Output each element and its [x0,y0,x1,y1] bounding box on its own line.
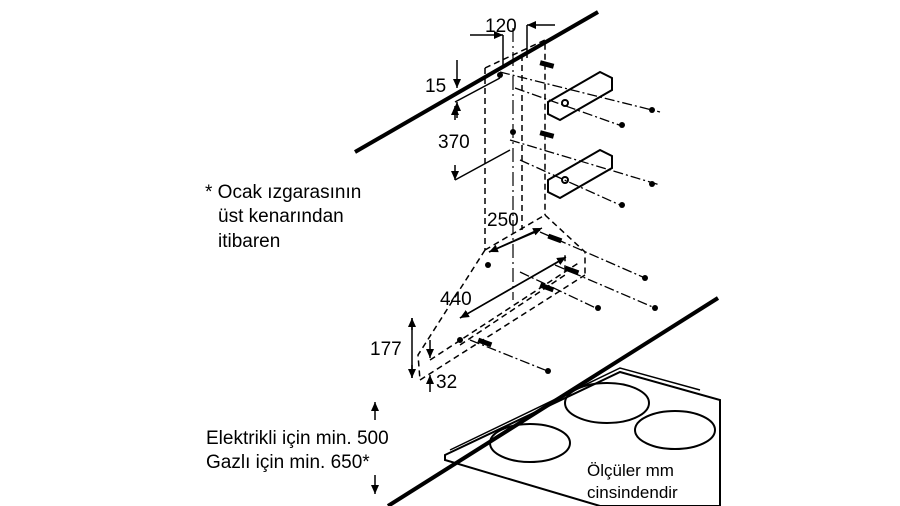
min-distance-electric: Elektrikli için min. 500 [206,428,389,449]
note-line-2: üst kenarından [218,206,344,227]
note-line-3: itibaren [218,231,280,252]
wall-bracket-upper [547,70,613,122]
burner-left [489,423,571,463]
burner-back [564,382,650,424]
min-distance-gas: Gazlı için min. 650* [206,452,370,473]
dim-120-label: 120 [485,16,517,37]
burner-right [634,410,716,450]
units-line-2: cinsindendir [587,483,678,502]
cooktop [444,367,721,506]
dim-440 [459,256,567,319]
dim-440-label: 440 [440,289,472,310]
chimney-outline [484,38,546,251]
dim-370-label: 370 [438,132,470,153]
dim-120 [470,21,555,68]
countertop-line [386,296,720,506]
ceiling-line [354,10,599,154]
units-line-1: Ölçüler mm [587,461,674,480]
dim-32-label: 32 [436,372,457,393]
wall-bracket-lower [547,148,613,200]
dim-370 [451,106,511,181]
anchor-marks [457,60,658,374]
dim-15-label: 15 [425,76,446,97]
dim-250 [488,227,543,253]
dim-177-label: 177 [370,339,402,360]
dim-250-label: 250 [487,210,519,231]
note-line-1: * Ocak ızgarasının [205,182,361,203]
